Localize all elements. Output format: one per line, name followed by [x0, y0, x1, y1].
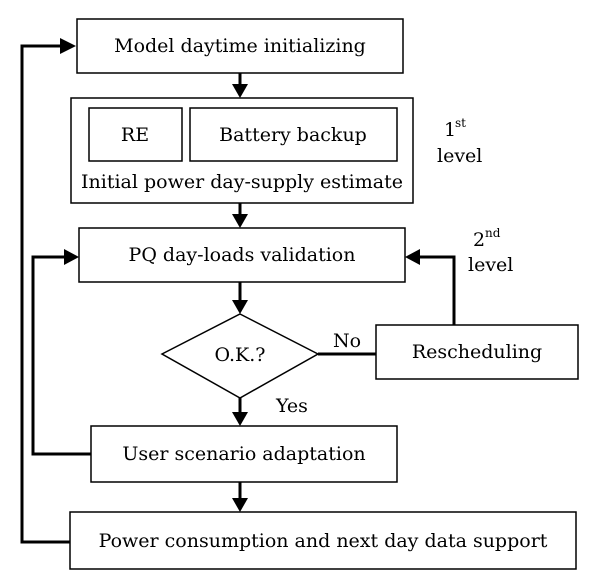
re-label: RE — [121, 124, 149, 146]
estimate-label: Initial power day-supply estimate — [81, 171, 403, 193]
init-label: Model daytime initializing — [114, 35, 366, 57]
re-box — [88, 107, 183, 162]
consumption-box — [69, 511, 577, 570]
battery-box — [189, 107, 398, 162]
first-level-word: level — [437, 145, 482, 167]
second-level-word: level — [468, 254, 513, 276]
adaptation-box — [90, 425, 398, 483]
consumption-label: Power consumption and next day data supp… — [99, 530, 548, 552]
arrowhead-consumption-to-init — [60, 38, 76, 54]
arrowhead-validation-to-decision — [232, 300, 248, 314]
arrowhead-init-to-estimate — [232, 84, 248, 98]
rescheduling-box — [375, 324, 579, 380]
arrowhead-rescheduling-to-validation — [405, 249, 420, 265]
loop-consumption-to-init — [20, 44, 70, 544]
arrowhead-adaptation-to-validation — [64, 249, 79, 265]
rescheduling-label: Rescheduling — [412, 341, 542, 363]
adaptation-label: User scenario adaptation — [122, 443, 365, 465]
edge-label-no: No — [333, 330, 361, 352]
second-level-superscript: nd — [485, 226, 501, 240]
loop-adaptation-to-validation — [31, 255, 91, 456]
loop-rescheduling-to-validation — [418, 255, 456, 325]
first-level-superscript: st — [455, 116, 466, 130]
validation-label: PQ day-loads validation — [129, 244, 356, 266]
second-level-number: 2 — [473, 229, 485, 251]
decision-label: O.K.? — [215, 344, 266, 366]
arrowhead-estimate-to-validation — [232, 214, 248, 228]
edge-label-yes: Yes — [275, 395, 308, 417]
first-level-number: 1 — [444, 119, 456, 141]
init-box — [76, 18, 404, 74]
battery-label: Battery backup — [219, 124, 367, 146]
arrowhead-adaptation-to-consumption — [232, 498, 248, 512]
decision-diamond — [160, 313, 320, 399]
validation-box — [78, 227, 406, 283]
arrowhead-decision-to-adaptation — [232, 412, 248, 426]
